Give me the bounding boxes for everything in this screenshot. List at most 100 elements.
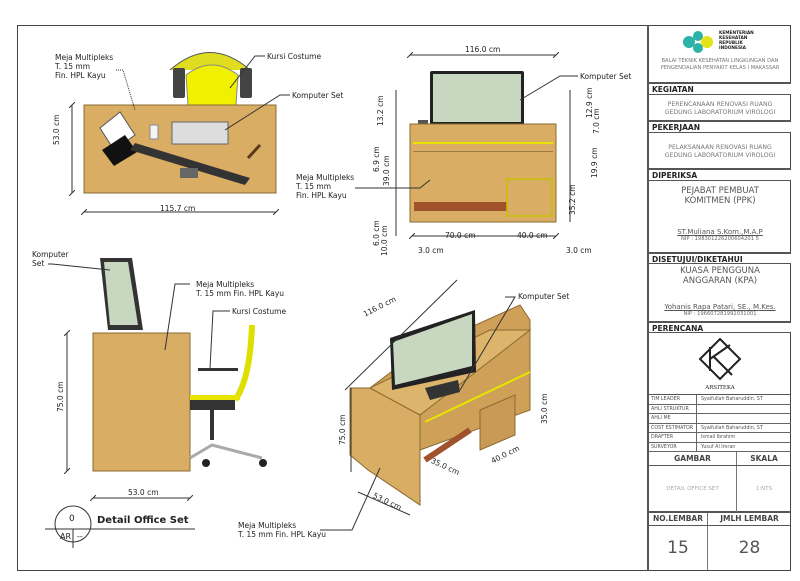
top-view <box>72 52 290 213</box>
top-computer-label: Komputer Set <box>292 91 344 100</box>
front-dim-left-3: 39.0 cm <box>382 155 391 186</box>
front-dim-left-5: 10.0 cm <box>380 225 389 256</box>
front-dim-left-1: 13.2 cm <box>376 95 385 126</box>
ministry-name: KEMENTERIAN KESEHATAN REPUBLIK INDONESIA <box>719 31 754 51</box>
top-table-label: Meja Multipleks T. 15 mm Fin. HPL Kayu <box>55 53 114 80</box>
keyboard <box>171 121 229 145</box>
iso-dim-height: 75.0 cm <box>338 414 347 445</box>
no-lembar-value: 15 <box>649 526 708 570</box>
iso-computer-label: Komputer Set <box>518 292 570 301</box>
tablet <box>102 135 137 166</box>
diperiksa-nip: NIP : 198301226200604201 5 <box>681 236 759 242</box>
top-dim-depth: 53.0 cm <box>52 114 61 145</box>
front-table-label: Meja Multipleks T. 15 mm Fin. HPL Kayu <box>296 173 355 200</box>
team-row: COST ESTIMATOR Syaifullah Baharuddin, ST <box>649 423 791 433</box>
chair-seat <box>185 64 239 106</box>
disetujui-role: KUASA PENGGUNA ANGGARAN (KPA) <box>680 266 760 286</box>
gambar-header: GAMBAR SKALA <box>649 452 791 466</box>
disetujui-label: DISETUJUI/DIKETAHUI <box>649 253 791 264</box>
firm-logo-block: ARSITEKA <box>649 333 791 395</box>
side-dim-height: 75.0 cm <box>56 381 65 412</box>
kegiatan-value: PERENCANAAN RENOVASI RUANG GEDUNG LABORA… <box>649 95 791 121</box>
skala-value: 1:NTS <box>755 486 773 492</box>
disetujui-nip: NIP : 196607281992031001 <box>683 311 757 317</box>
lembar-header: NO.LEMBAR JMLH LEMBAR <box>649 513 791 526</box>
front-view <box>355 55 578 236</box>
front-dim-right-4: 35.2 cm <box>568 184 577 215</box>
drawing-title: Detail Office Set <box>97 515 189 526</box>
foot-rail <box>414 202 508 211</box>
side-view <box>45 258 267 548</box>
front-dim-bottom-3: 40.0 cm <box>517 231 548 240</box>
iso-dim-drawer-h: 35.0 cm <box>540 393 549 424</box>
pekerjaan-value: PELAKSANAAN RENOVASI RUANG GEDUNG LABORA… <box>649 133 791 169</box>
kegiatan-label: KEGIATAN <box>649 83 791 95</box>
team-role: AHLI STRUKTUR <box>651 404 697 414</box>
side-chair-label: Kursi Costume <box>232 307 287 316</box>
ministry-logo-icon <box>683 31 713 53</box>
chair-arm-left <box>173 68 185 98</box>
team-row: DRAFTER Ismail Ibrahim <box>649 433 791 443</box>
monitor-stand <box>180 168 198 178</box>
desk-side <box>92 332 191 472</box>
skala-label: SKALA <box>750 454 778 463</box>
jmlh-lembar-label: JMLH LEMBAR <box>720 514 779 523</box>
front-dim-bottom-4: 3.0 cm <box>566 246 592 255</box>
pekerjaan-label: PEKERJAAN <box>649 121 791 133</box>
team-role: TIM LEADER <box>651 395 697 404</box>
front-dim-width: 116.0 cm <box>465 45 501 54</box>
title-block: KEMENTERIAN KESEHATAN REPUBLIK INDONESIA… <box>647 25 791 571</box>
drawer-iso <box>479 394 516 451</box>
header-logo-block: KEMENTERIAN KESEHATAN REPUBLIK INDONESIA… <box>649 25 791 83</box>
monitor-screen <box>433 74 521 122</box>
drawing-sheet <box>17 25 791 571</box>
team-role: AHLI ME <box>651 414 697 423</box>
diperiksa-name: ST.Muliana S.Kom.,M.A.P <box>677 228 763 236</box>
iso-table-label: Meja Multipleks T. 15 mm Fin. HPL Kayu <box>238 521 327 539</box>
top-chair-label: Kursi Costume <box>267 52 322 61</box>
team-name: Syaifullah Baharuddin, ST <box>701 397 763 402</box>
section-tag-ref: -- <box>77 532 83 541</box>
chair-backrest <box>169 52 251 71</box>
iso-view <box>320 279 532 531</box>
firm-name: ARSITEKA <box>705 385 735 391</box>
front-dim-right-3: 19.9 cm <box>590 147 599 178</box>
section-tag-sheet: AR <box>60 532 72 541</box>
disetujui-name: Yohanis Rapa Patari, SE., M.Kes. <box>664 303 776 311</box>
gambar-value: DETAIL OFFICE SET <box>649 466 737 512</box>
team-name: Ismail Ibrahim <box>701 435 736 440</box>
pen <box>246 143 262 160</box>
team-name: Syaifullah Baharuddin, ST <box>701 425 763 431</box>
diperiksa-role: PEJABAT PEMBUAT KOMITMEN (PPK) <box>681 186 759 206</box>
arsiteka-logo-icon <box>698 337 742 381</box>
no-lembar-label: NO.LEMBAR <box>649 513 708 525</box>
team-row: AHLI ME <box>649 414 791 424</box>
disetujui-block: KUASA PENGGUNA ANGGARAN (KPA) Yohanis Ra… <box>649 264 791 322</box>
front-dim-left-2: 6.9 cm <box>372 146 381 172</box>
team-role: DRAFTER <box>651 433 697 442</box>
chair-seat-side <box>190 400 235 410</box>
front-dim-bottom-2: 70.0 cm <box>445 231 476 240</box>
team-row: TIM LEADER Syaifullah Baharuddin, ST <box>649 395 791 405</box>
front-dim-right-2: 7.0 cm <box>592 108 601 134</box>
chair-arm-right <box>240 68 252 98</box>
drawer <box>506 178 553 217</box>
side-table-label: Meja Multipleks T. 15 mm Fin. HPL Kayu <box>196 280 285 298</box>
institution-name: BALAI TEKNIK KESEHATAN LINGKUNGAN DAN PE… <box>660 58 780 71</box>
front-dim-bottom-1: 3.0 cm <box>418 246 444 255</box>
side-computer-label: Komputer Set <box>32 250 69 268</box>
monitor-top <box>130 143 250 185</box>
jmlh-lembar-value: 28 <box>738 538 761 558</box>
team-row: AHLI STRUKTUR <box>649 404 791 414</box>
top-dim-width: 115.7 cm <box>160 204 196 213</box>
mouse <box>149 124 159 140</box>
diperiksa-block: PEJABAT PEMBUAT KOMITMEN (PPK) ST.Mulian… <box>649 181 791 253</box>
team-role: COST ESTIMATOR <box>651 423 697 433</box>
gambar-body: DETAIL OFFICE SET 1:NTS <box>649 466 791 513</box>
section-tag-number: 0 <box>69 514 75 524</box>
chair-back <box>232 324 255 402</box>
gambar-label: GAMBAR <box>649 452 737 465</box>
team-role: SURVEYOR <box>651 442 697 452</box>
